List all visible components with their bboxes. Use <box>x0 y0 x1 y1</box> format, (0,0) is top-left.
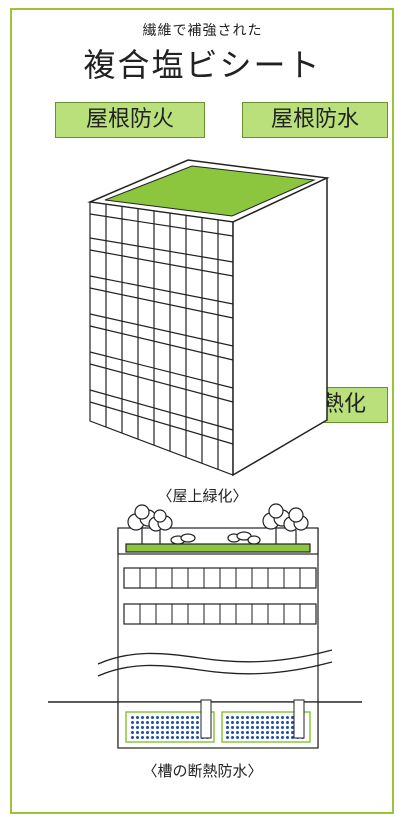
caption-rooftop-greening: 〈屋上緑化〉 <box>157 487 248 505</box>
break-lines <box>97 649 333 677</box>
rooftop-trees <box>127 503 309 545</box>
label-roof-waterproof: 屋根防水 <box>242 102 388 138</box>
building-right-face <box>232 176 328 477</box>
underground-tank <box>117 699 319 749</box>
main-title: 複合塩ビシート <box>83 46 322 84</box>
window-grid <box>139 568 301 624</box>
caption-tank-insulation: 〈槽の断熱防水〉 <box>142 762 263 780</box>
label-roof-fireproof: 屋根防火 <box>55 102 205 138</box>
building-left-face <box>89 201 234 476</box>
subtitle: 繊維で補強された <box>142 23 263 39</box>
